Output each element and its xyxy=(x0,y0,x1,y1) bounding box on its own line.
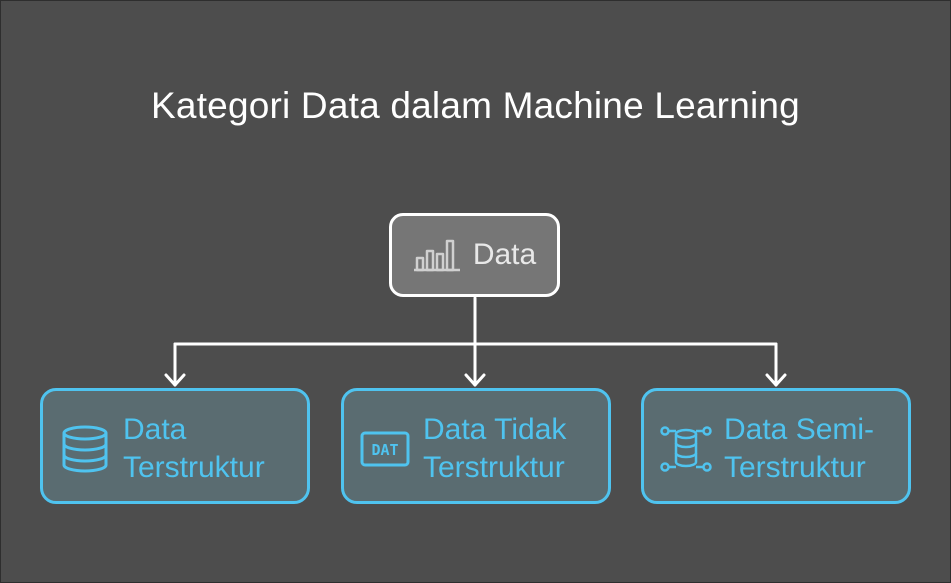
child-node-label: Data Terstruktur xyxy=(123,411,265,487)
diagram-title: Kategori Data dalam Machine Learning xyxy=(151,85,800,126)
child-node-unstructured: DAT Data Tidak Terstruktur xyxy=(341,388,611,504)
child-label-line1: Data Semi- xyxy=(724,413,875,446)
child-node-structured: Data Terstruktur xyxy=(40,388,310,504)
database-network-icon xyxy=(660,426,712,472)
child-node-semi-structured: Data Semi- Terstruktur xyxy=(641,388,911,504)
bar-chart-icon xyxy=(413,239,460,272)
svg-text:DAT: DAT xyxy=(371,441,398,459)
child-node-label: Data Tidak Terstruktur xyxy=(423,411,566,487)
arrowhead-left xyxy=(164,373,186,387)
child-label-line2: Terstruktur xyxy=(423,451,565,484)
child-label-line2: Terstruktur xyxy=(724,451,866,484)
root-node-data: Data xyxy=(389,213,560,297)
dat-file-icon: DAT xyxy=(360,431,410,467)
child-label-line2: Terstruktur xyxy=(123,451,265,484)
child-label-line1: Data xyxy=(123,413,187,446)
arrowhead-right xyxy=(765,373,787,387)
child-node-label: Data Semi- Terstruktur xyxy=(724,411,874,487)
root-node-label: Data xyxy=(472,238,537,271)
child-label-line1: Data Tidak xyxy=(423,413,567,446)
database-icon xyxy=(62,425,108,473)
arrowhead-center xyxy=(464,373,486,387)
